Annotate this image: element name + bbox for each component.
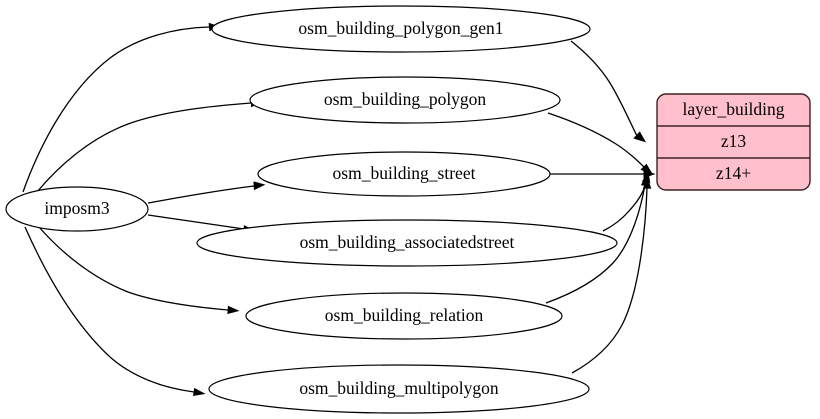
- node-osm-building-polygon-gen1-label: osm_building_polygon_gen1: [298, 18, 503, 38]
- node-osm-building-multipolygon-label: osm_building_multipolygon: [299, 378, 499, 398]
- node-imposm3-shape[interactable]: [5, 186, 149, 232]
- node-imposm3[interactable]: imposm3: [5, 186, 149, 232]
- record-row-z13: z13: [721, 131, 747, 151]
- edge-imposm3-to-osm-building-relation: [38, 226, 240, 315]
- edge-osm-building-polygon-gen1-to-layer-building-z13: [570, 40, 647, 143]
- node-layer-building[interactable]: layer_building z13 z14+: [656, 93, 811, 191]
- record-row-z14plus: z14+: [716, 163, 751, 183]
- node-osm-building-associatedstreet-shape[interactable]: [196, 219, 618, 267]
- record-row-layer-building-title: layer_building: [682, 99, 784, 119]
- node-imposm3-label: imposm3: [44, 198, 109, 218]
- node-osm-building-street-label: osm_building_street: [333, 163, 476, 183]
- edge-imposm3-to-osm-building-polygon: [36, 98, 263, 193]
- node-osm-building-polygon-gen1[interactable]: osm_building_polygon_gen1: [211, 5, 591, 53]
- edge-osm-building-street-to-layer-building-z14plus: [550, 169, 656, 179]
- node-osm-building-polygon-label: osm_building_polygon: [324, 89, 487, 109]
- edge-osm-building-multipolygon-to-layer-building-z14plus: [571, 176, 652, 374]
- node-osm-building-relation[interactable]: osm_building_relation: [245, 292, 563, 340]
- node-osm-building-associatedstreet-label: osm_building_associatedstreet: [300, 232, 515, 252]
- node-osm-building-polygon[interactable]: osm_building_polygon: [249, 76, 561, 124]
- node-osm-building-associatedstreet[interactable]: osm_building_associatedstreet: [196, 219, 618, 267]
- node-osm-building-polygon-gen1-shape[interactable]: [211, 5, 591, 53]
- node-osm-building-polygon-shape[interactable]: [249, 76, 561, 124]
- edge-group-tables-to-layer: [545, 40, 656, 374]
- edge-imposm3-to-osm-building-multipolygon: [24, 226, 206, 397]
- node-osm-building-multipolygon[interactable]: osm_building_multipolygon: [208, 364, 590, 414]
- edge-osm-building-associatedstreet-to-layer-building-z14plus: [602, 170, 651, 232]
- edge-imposm3-to-osm-building-polygon-gen1: [22, 22, 221, 193]
- node-osm-building-relation-label: osm_building_relation: [325, 305, 484, 325]
- node-osm-building-relation-shape[interactable]: [245, 292, 563, 340]
- node-osm-building-street-shape[interactable]: [257, 151, 551, 197]
- node-osm-building-multipolygon-shape[interactable]: [208, 364, 590, 414]
- node-layer-building-box[interactable]: [656, 93, 811, 191]
- edge-osm-building-polygon-to-layer-building-z14plus: [547, 112, 654, 176]
- edge-imposm3-to-osm-building-street: [147, 181, 266, 204]
- node-osm-building-street[interactable]: osm_building_street: [257, 151, 551, 197]
